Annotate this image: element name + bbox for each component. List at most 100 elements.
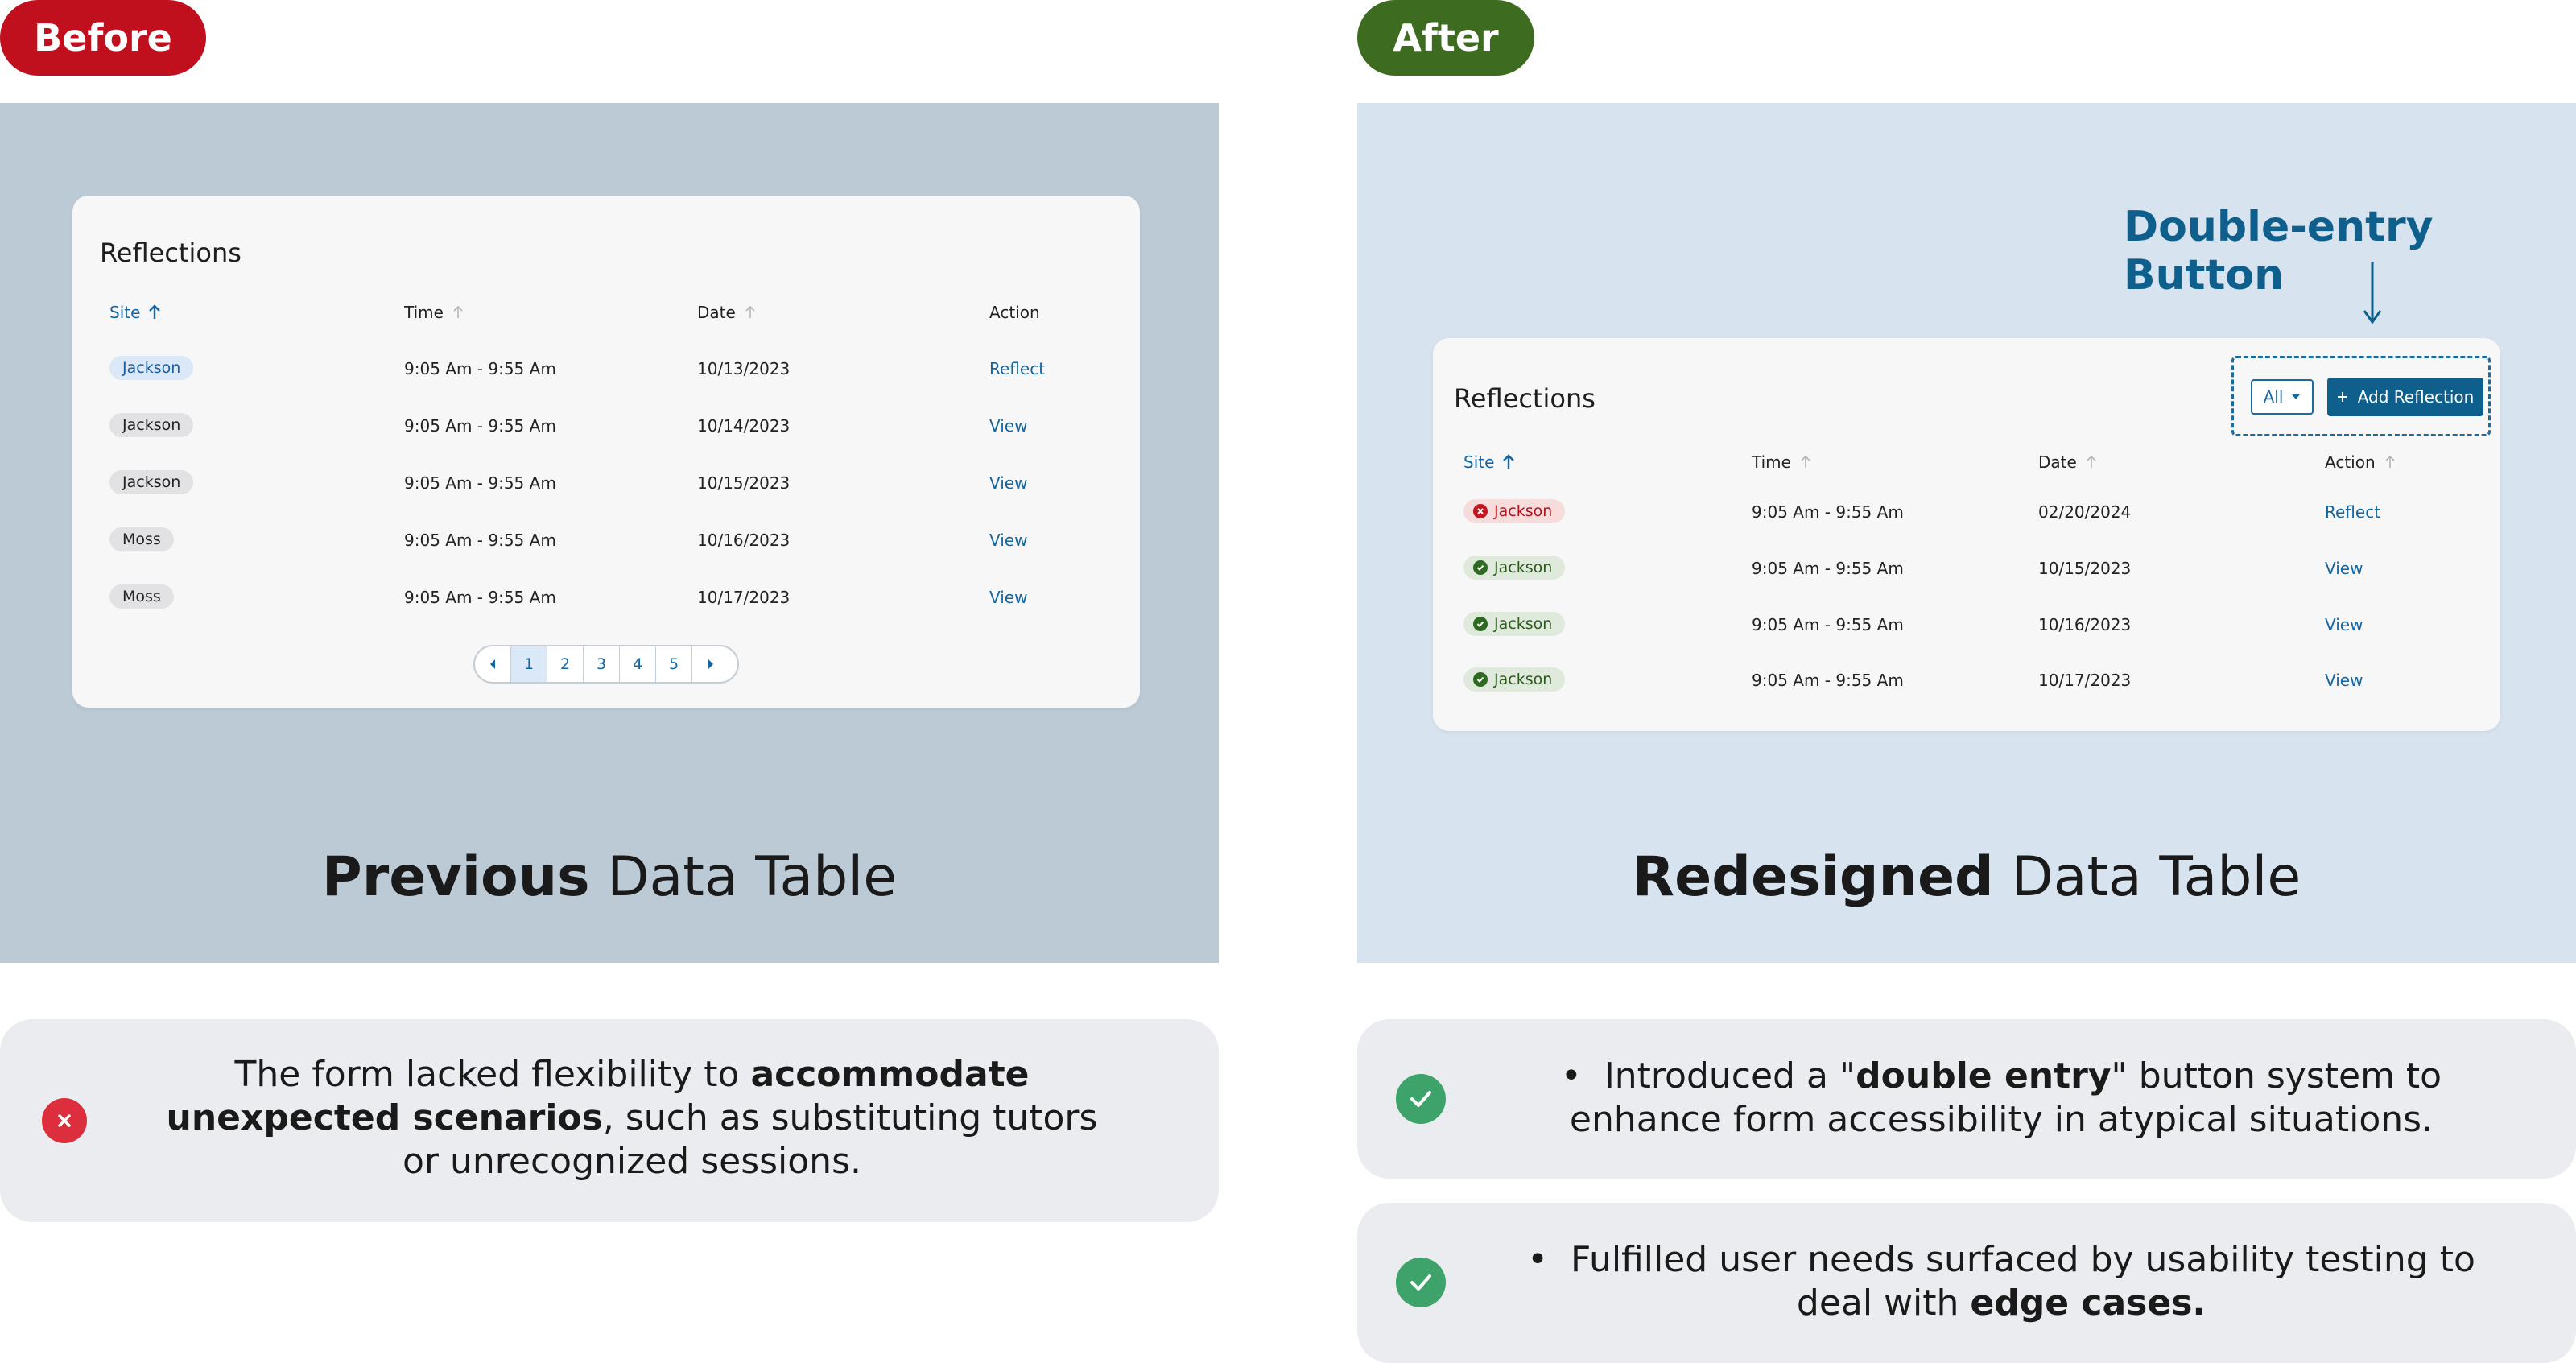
sort-up-icon [1502,454,1515,470]
card-title: Reflections [100,237,242,268]
site-tag-ok: Jackson [1463,556,1566,580]
header-label: Action [989,303,1040,322]
check-icon [1473,672,1488,687]
error-icon [1473,504,1488,518]
site-label: Jackson [1494,671,1553,688]
date-cell: 10/15/2023 [2038,559,2132,578]
chevron-down-icon [2292,394,2301,399]
sort-up-icon [452,304,464,320]
date-cell: 10/17/2023 [2038,671,2132,690]
arrow-down-icon [2363,262,2382,324]
page-button-1[interactable]: 1 [511,646,547,682]
site-label: Jackson [1494,615,1553,633]
header-label: Site [1463,452,1495,472]
view-link[interactable]: View [2325,671,2363,690]
before-label: Before [0,0,206,76]
sort-up-icon [148,304,161,320]
column-header-date[interactable]: Date [2038,452,2098,472]
site-tag: Jackson [109,470,194,494]
caption-bold: Previous [321,845,590,909]
view-link[interactable]: View [2325,559,2363,578]
page-button-3[interactable]: 3 [584,646,620,682]
column-header-time[interactable]: Time [1752,452,1812,472]
header-label: Time [1752,452,1791,472]
reflections-card-redesigned: Reflections All Add Reflection Site Time… [1433,338,2500,731]
site-tag: Moss [109,527,174,551]
problem-text-pre: The form lacked flexibility to [234,1054,751,1095]
view-link[interactable]: View [989,531,1028,550]
sort-up-icon [744,304,757,320]
solution-text-2: • Fulfilled user needs surfaced by usabi… [1518,1238,2484,1325]
time-cell: 9:05 Am - 9:55 Am [404,416,556,436]
page-button-2[interactable]: 2 [547,646,584,682]
caption-rest: Data Table [1993,845,2301,909]
column-header-time[interactable]: Time [404,303,464,322]
solution-text-2-pre: Fulfilled user needs surfaced by usabili… [1571,1239,2475,1324]
problem-text-bold: accommodate unexpected scenarios [166,1054,1030,1138]
date-cell: 10/17/2023 [697,588,791,607]
problem-note: The form lacked flexibility to accommoda… [0,1019,1219,1222]
solution-text-1-post: " button system to enhance form accessib… [1569,1055,2442,1140]
check-icon [1473,617,1488,631]
time-cell: 9:05 Am - 9:55 Am [1752,615,1904,634]
site-label: Jackson [1494,502,1553,520]
solution-note-2: • Fulfilled user needs surfaced by usabi… [1357,1203,2576,1363]
view-link[interactable]: View [2325,615,2363,634]
site-tag: Jackson [109,356,194,380]
reflect-link[interactable]: Reflect [989,359,1046,378]
pagination: 1 2 3 4 5 [473,645,739,684]
time-cell: 9:05 Am - 9:55 Am [404,473,556,493]
panel-caption: Previous Data Table [0,845,1219,909]
header-label: Date [697,303,736,322]
time-cell: 9:05 Am - 9:55 Am [1752,671,1904,690]
site-tag-error: Jackson [1463,499,1566,523]
caption-bold: Redesigned [1632,845,1994,909]
view-link[interactable]: View [989,416,1028,436]
view-link[interactable]: View [989,588,1028,607]
add-reflection-label: Add Reflection [2357,387,2475,407]
previous-panel: Reflections Site Time Date Action Jackso… [0,103,1219,963]
solution-text-2-bold: edge cases. [1970,1282,2207,1324]
header-label: Action [2325,452,2376,472]
solution-text-1-bold: double entry [1856,1055,2112,1097]
column-header-site[interactable]: Site [109,303,161,322]
site-tag-ok: Jackson [1463,667,1566,692]
filter-select[interactable]: All [2251,379,2314,415]
redesigned-panel: Double-entry Button Reflections All Add … [1357,103,2576,963]
add-reflection-button[interactable]: Add Reflection [2327,378,2483,416]
site-tag: Moss [109,584,174,609]
solution-note-1: • Introduced a "double entry" button sys… [1357,1019,2576,1179]
prev-page-button[interactable] [475,646,511,682]
view-link[interactable]: View [989,473,1028,493]
check-circle-icon [1396,1258,1446,1307]
page-button-5[interactable]: 5 [656,646,692,682]
problem-text-post: , such as substituting tutors or unrecog… [402,1097,1098,1182]
caret-left-icon [490,659,495,669]
time-cell: 9:05 Am - 9:55 Am [1752,559,1904,578]
column-header-site[interactable]: Site [1463,452,1515,472]
solution-text-1-pre: Introduced a " [1604,1055,1856,1097]
reflect-link[interactable]: Reflect [2325,502,2381,522]
header-label: Time [404,303,444,322]
bullet: • [1560,1055,1604,1097]
column-header-action: Action [989,303,1040,322]
sort-up-icon [1799,454,1812,470]
card-title: Reflections [1454,383,1596,414]
problem-text: The form lacked flexibility to accommoda… [145,1053,1119,1183]
header-label: Site [109,303,141,322]
column-header-date[interactable]: Date [697,303,757,322]
next-page-button[interactable] [692,646,729,682]
sort-up-icon [2085,454,2098,470]
site-tag-ok: Jackson [1463,612,1566,636]
bullet: • [1527,1239,1571,1280]
header-label: Date [2038,452,2077,472]
reflections-card-previous: Reflections Site Time Date Action Jackso… [72,196,1140,708]
date-cell: 10/15/2023 [697,473,791,493]
check-icon [1473,560,1488,575]
column-header-action[interactable]: Action [2325,452,2396,472]
error-circle-icon [42,1098,87,1143]
page-button-4[interactable]: 4 [620,646,656,682]
time-cell: 9:05 Am - 9:55 Am [404,359,556,378]
double-entry-annotation: Double-entry Button [2124,203,2434,299]
time-cell: 9:05 Am - 9:55 Am [1752,502,1904,522]
